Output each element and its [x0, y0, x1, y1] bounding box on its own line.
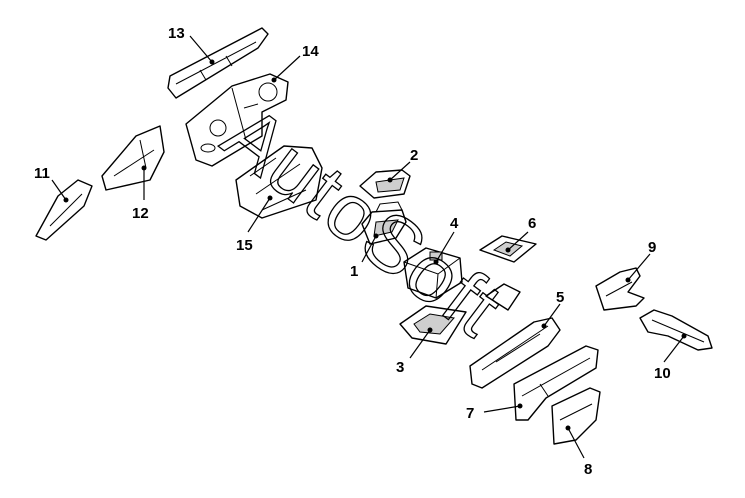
- callout-7: 7: [466, 405, 474, 422]
- callout-12: 12: [132, 205, 149, 222]
- callout-5: 5: [556, 289, 564, 306]
- part-12-inner-panel: [101, 125, 165, 191]
- part-14-bracket: [185, 73, 289, 167]
- callout-9: 9: [648, 239, 656, 256]
- callout-8: 8: [584, 461, 592, 478]
- part-5-beam: [469, 283, 561, 389]
- callout-1: 1: [350, 263, 358, 280]
- part-13-rail: [167, 27, 269, 99]
- part-9-right-bracket: [595, 267, 645, 311]
- part-2-box: [359, 169, 411, 199]
- part-15-arch-panel: [235, 145, 323, 219]
- part-10-right-lower-bracket: [639, 309, 713, 351]
- part-1-module: [361, 201, 407, 245]
- part-7-side-member: [513, 345, 599, 421]
- callout-15: 15: [236, 237, 253, 254]
- part-3-lower-tray: [399, 305, 467, 345]
- callout-13: 13: [168, 25, 185, 42]
- part-8-bottom-plate: [551, 387, 601, 445]
- part-4-tray: [403, 247, 463, 299]
- leader-lines: [51, 35, 687, 459]
- callout-4: 4: [450, 215, 459, 232]
- callout-2: 2: [410, 147, 418, 164]
- callout-6: 6: [528, 215, 536, 232]
- callout-10: 10: [654, 365, 671, 382]
- callout-labels: 13 14 11 12 15 2 1 4 6 3 5 9 10 7 8: [34, 25, 671, 478]
- callout-11: 11: [34, 165, 50, 182]
- callout-14: 14: [302, 43, 319, 60]
- callout-3: 3: [396, 359, 404, 376]
- part-11-small-bracket: [35, 179, 93, 241]
